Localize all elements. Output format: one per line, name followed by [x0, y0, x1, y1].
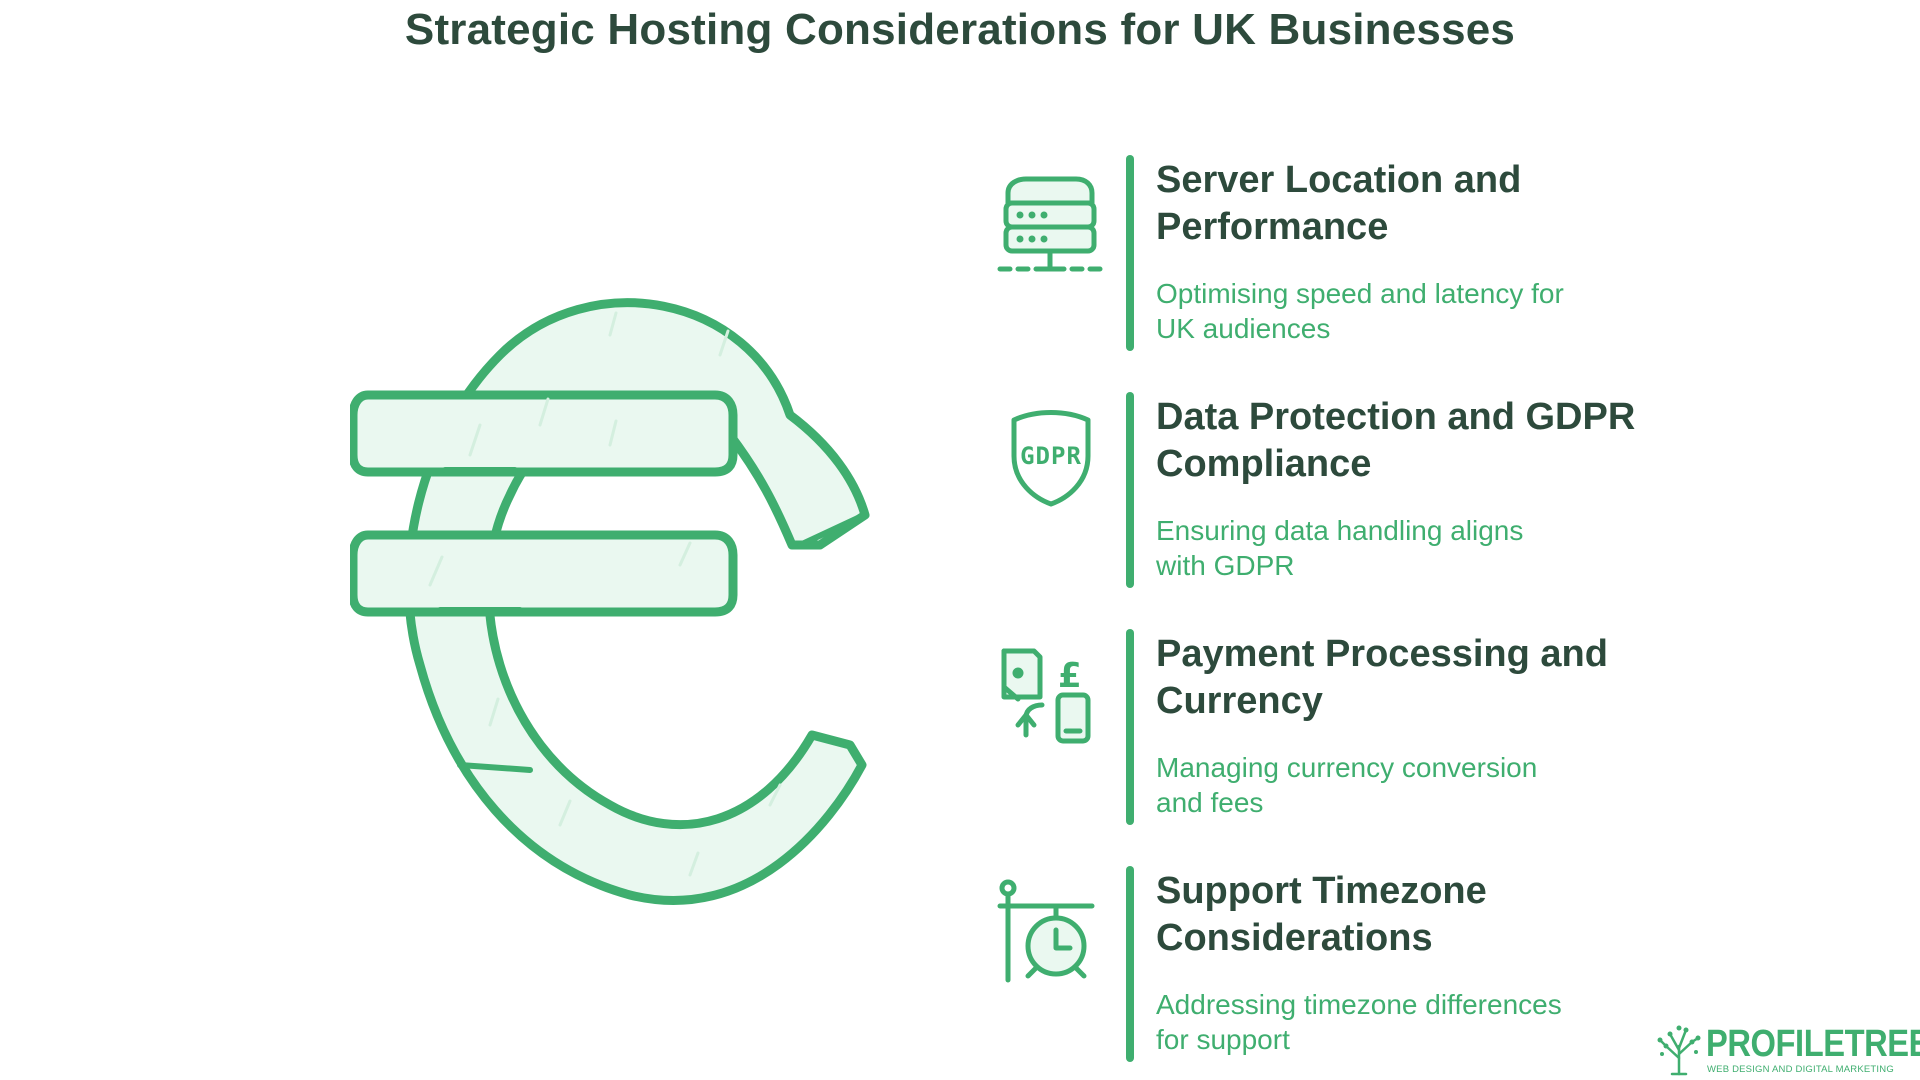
euro-sign-graphic [350, 265, 930, 945]
gdpr-shield-icon: GDPR [996, 402, 1106, 512]
item-server-location: Server Location and Performance Optimisi… [996, 155, 1696, 355]
item-title: Support Timezone Considerations [1156, 870, 1487, 959]
item-title: Server Location and Performance [1156, 159, 1522, 248]
item-payment-processing: £ Payment Processing and Currency Managi… [996, 629, 1696, 829]
item-description: Addressing timezone differences for supp… [1156, 989, 1562, 1055]
item-support-timezone: Support Timezone Considerations Addressi… [996, 866, 1696, 1066]
currency-exchange-icon: £ [996, 639, 1106, 749]
logo-tagline: WEB DESIGN AND DIGITAL MARKETING [1707, 1064, 1894, 1075]
item-divider [1126, 629, 1134, 825]
item-divider [1126, 866, 1134, 1062]
clock-timezone-icon [996, 876, 1106, 986]
item-description: Optimising speed and latency for UK audi… [1156, 278, 1564, 344]
item-description: Ensuring data handling aligns with GDPR [1156, 515, 1524, 581]
svg-text:GDPR: GDPR [1020, 442, 1082, 470]
item-title: Payment Processing and Currency [1156, 633, 1608, 722]
item-gdpr-compliance: GDPR Data Protection and GDPR Compliance… [996, 392, 1696, 592]
svg-text:£: £ [1058, 656, 1082, 696]
server-icon [996, 165, 1106, 275]
item-divider [1126, 155, 1134, 351]
item-description: Managing currency conversion and fees [1156, 752, 1538, 818]
euro-sign-icon [350, 298, 870, 905]
tree-icon [1656, 1024, 1702, 1076]
item-title: Data Protection and GDPR Compliance [1156, 396, 1636, 485]
profiletree-logo: PROFILETREE WEB DESIGN AND DIGITAL MARKE… [1656, 1024, 1920, 1076]
logo-wordmark: PROFILETREE [1706, 1023, 1920, 1065]
item-divider [1126, 392, 1134, 588]
page-title: Strategic Hosting Considerations for UK … [404, 5, 1516, 54]
